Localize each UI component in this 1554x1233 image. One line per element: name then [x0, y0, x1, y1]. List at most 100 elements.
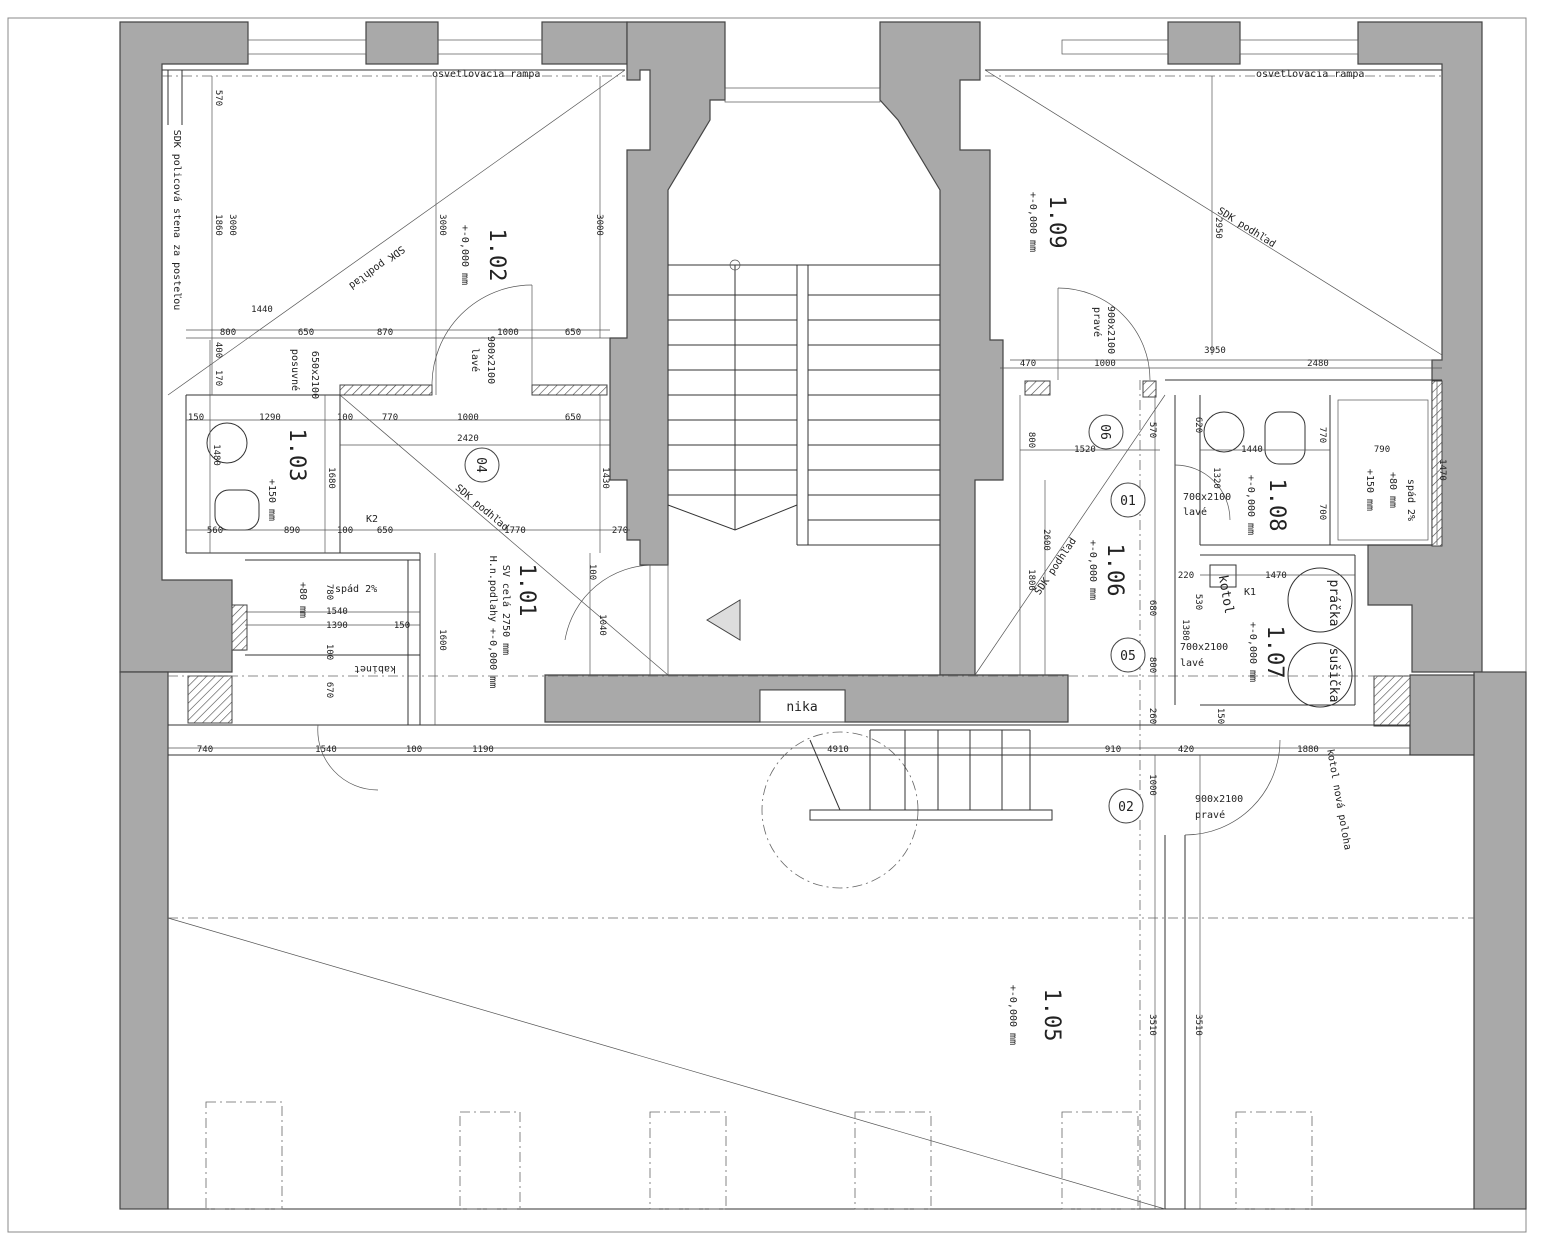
room-note: SV celá 2750 mm [500, 565, 512, 655]
door-size: 650x2100 [309, 351, 320, 399]
dim-text: 3510 [1193, 1014, 1203, 1036]
dim-text: 700 [1317, 504, 1327, 520]
dim-text: 220 [1178, 571, 1194, 581]
level-mark: +150 mm [1364, 469, 1375, 511]
dim-text: 2480 [1307, 359, 1329, 369]
toilet-icon [214, 489, 260, 531]
door-size: 900x2100 [485, 336, 496, 384]
dim-text: 650 [565, 413, 581, 423]
dim-text: 1470 [1265, 571, 1287, 581]
dim-text: 1600 [437, 629, 447, 651]
dim-text: 1190 [472, 745, 494, 755]
dryer-icon [1287, 642, 1353, 708]
dim-text: 1000 [1094, 359, 1116, 369]
ramp-label: osvetlovacia rampa [1256, 69, 1364, 80]
dim-text: 560 [207, 526, 223, 536]
dim-text: 670 [324, 682, 334, 698]
dim-text: 1390 [326, 621, 348, 631]
door-hand: lavé [469, 348, 481, 372]
door-hand: pravé [1091, 307, 1103, 337]
slope-label: spád 2% [335, 583, 377, 595]
dim-text: 2950 [1213, 217, 1223, 239]
door-size: 700x2100 [1183, 492, 1231, 503]
room-elevation: +-0,000 mm [1027, 192, 1038, 252]
dim-text: 1440 [251, 305, 273, 315]
dim-text: 1440 [1241, 445, 1263, 455]
dim-text: 570 [1147, 422, 1157, 438]
dim-text: 1470 [1437, 459, 1447, 481]
dim-text: 100 [406, 745, 422, 755]
room-number: 1.08 [1264, 479, 1289, 532]
main-staircase [667, 259, 940, 641]
room-labels: 1.02 +-0,000 mm 1.03 +150 mm 1.01 SV cel… [266, 192, 1398, 1045]
stair-arrow [706, 599, 741, 641]
dim-text: 100 [324, 644, 334, 660]
dim-text: 1000 [457, 413, 479, 423]
dim-text: 800 [1147, 657, 1157, 673]
dim-text: 890 [284, 526, 300, 536]
room-elevation: +-0,000 mm [1247, 622, 1258, 682]
dim-text: 420 [1178, 745, 1194, 755]
door-notes: 900x2100 lavé 900x2100 pravé 700x2100 la… [289, 306, 1243, 821]
kotol-label: kotol [1215, 574, 1237, 615]
dim-text: 1540 [326, 607, 348, 617]
dim-text: 1040 [597, 614, 607, 636]
dim-text: 800 [220, 328, 236, 338]
door-tag: 05 [1120, 649, 1136, 664]
dim-text: 870 [377, 328, 393, 338]
level-mark: +80 mm [1387, 472, 1398, 508]
cabinet-label: kabinet [354, 663, 396, 674]
door-size: 900x2100 [1195, 794, 1243, 805]
sdk-ceiling-label: SDK podhľad [346, 243, 406, 291]
dim-text: 680 [1147, 600, 1157, 616]
dim-text: 620 [1193, 417, 1203, 433]
door-tag: 04 [473, 457, 488, 473]
annotations: osvetlovacia rampa osvetlovacia rampa SD… [171, 69, 1417, 851]
dim-text: 770 [1317, 427, 1327, 443]
lower-room-columns [205, 1101, 1313, 1210]
room-number: 1.03 [284, 429, 309, 482]
dim-text: 170 [213, 370, 223, 386]
dim-text: 1520 [1074, 445, 1096, 455]
sdk-ceiling-label: SDK podhľad [1215, 206, 1277, 250]
dim-text: 3000 [227, 214, 237, 236]
partitions [162, 69, 1474, 1210]
dim-text: 740 [197, 745, 213, 755]
dim-text: 400 [213, 342, 223, 358]
dim-text: 3000 [437, 214, 447, 236]
door-tags: 01 02 04 05 06 [464, 414, 1146, 824]
dim-text: 570 [213, 90, 223, 106]
dim-text: 150 [394, 621, 410, 631]
k1-label: K1 [1244, 587, 1256, 598]
washer-label: práčka [1326, 580, 1341, 627]
dim-text: 1860 [213, 214, 223, 236]
ramp-label: osvetlovacia rampa [432, 69, 540, 80]
room-number: 1.06 [1102, 544, 1127, 597]
room-elevation: +-0,000 mm [1087, 540, 1098, 600]
room-elevation: +-0,000 mm [459, 225, 470, 285]
dim-text: 150 [188, 413, 204, 423]
door-hand: lavé [1180, 657, 1204, 669]
toilet-icon [1264, 411, 1306, 465]
dim-text: 3950 [1204, 346, 1226, 356]
dim-text: 1320 [1211, 467, 1221, 489]
room-elevation: +-0,000 mm [1245, 475, 1256, 535]
dim-text: 3510 [1147, 1014, 1157, 1036]
dim-text: 790 [1374, 445, 1390, 455]
door-hand: lavé [1183, 506, 1207, 518]
dim-text: 100 [337, 413, 353, 423]
dim-text: 2420 [457, 434, 479, 444]
room-number: 1.01 [514, 564, 539, 617]
room-number: 1.07 [1262, 626, 1287, 679]
dim-text: 1800 [1026, 569, 1036, 591]
dimension-lines [168, 76, 1442, 1209]
dim-text: 1290 [259, 413, 281, 423]
dim-text: 530 [1193, 594, 1203, 610]
dim-text: 100 [587, 564, 597, 580]
kotol-new-label: kotol nová poloha [1324, 748, 1354, 851]
dim-text: 780 [324, 584, 334, 600]
dim-text: 1430 [600, 467, 610, 489]
dim-text: 150 [1215, 708, 1225, 724]
door-tag: 06 [1097, 424, 1112, 440]
